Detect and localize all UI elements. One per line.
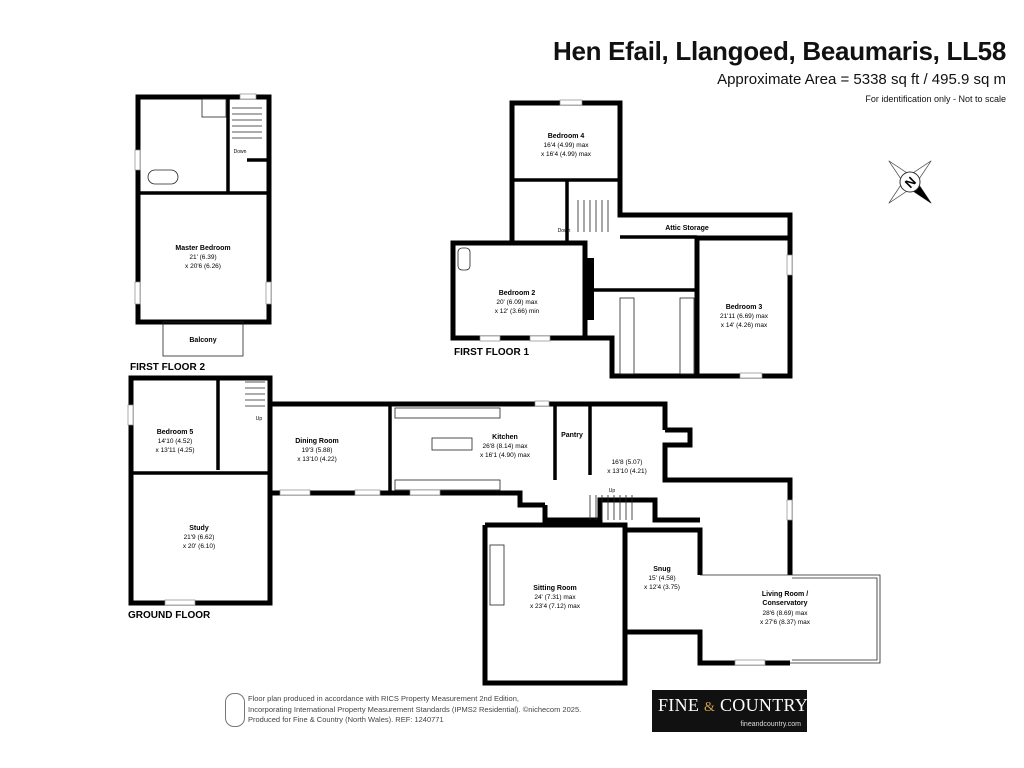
property-title: Hen Efail, Llangoed, Beaumaris, LL58 bbox=[553, 36, 1006, 66]
scale-note: For identification only - Not to scale bbox=[865, 94, 1006, 104]
room-dimension: 24' (7.31) max bbox=[534, 594, 576, 601]
footer-disclaimer: Floor plan produced in accordance with R… bbox=[248, 694, 581, 726]
floor-label: FIRST FLOOR 1 bbox=[454, 347, 529, 358]
room-name-living-room: Living Room / bbox=[762, 591, 808, 598]
first-floor-1-plan: Down Bedroom 4 16'4 (4.99) max x 16'4 (4… bbox=[450, 99, 793, 379]
person-icon bbox=[225, 693, 245, 727]
floor-label: FIRST FLOOR 2 bbox=[130, 362, 205, 373]
first-floor-2-plan: Down Master Bedroom 21' (6.39) x 20'6 (6… bbox=[130, 93, 272, 373]
footer-line: Floor plan produced in accordance with R… bbox=[248, 694, 519, 703]
room-dimension: 21'11 (6.69) max bbox=[720, 313, 769, 320]
room-name-sitting-room: Sitting Room bbox=[533, 585, 577, 592]
footer-line: Incorporating International Property Mea… bbox=[248, 704, 582, 714]
room-name-bedroom-4: Bedroom 4 bbox=[548, 133, 585, 140]
ground-floor-plan: Up Up Bedroom 5 14'10 (4.52) x 13'11 (4.… bbox=[127, 375, 881, 686]
room-dimension: 16'4 (4.99) max bbox=[544, 142, 590, 149]
stairs-label: Down bbox=[234, 149, 247, 155]
room-name-pantry: Pantry bbox=[561, 432, 583, 439]
room-dimension: x 16'4 (4.99) max bbox=[541, 151, 592, 158]
room-dimension: x 14' (4.26) max bbox=[721, 322, 768, 329]
room-name-attic-storage: Attic Storage bbox=[665, 225, 709, 232]
room-dimension: 26'8 (8.14) max bbox=[483, 443, 529, 450]
stairs-label: Up bbox=[256, 416, 263, 422]
room-dimension: x 20'6 (6.26) bbox=[185, 263, 221, 270]
room-name-dining-room: Dining Room bbox=[295, 438, 339, 445]
room-dimension: x 23'4 (7.12) max bbox=[530, 603, 581, 610]
logo-url: fineandcountry.com bbox=[740, 721, 801, 728]
room-dimension: 15' (4.58) bbox=[648, 575, 675, 582]
room-dimension: 14'10 (4.52) bbox=[158, 438, 193, 445]
floor-label: GROUND FLOOR bbox=[128, 610, 211, 621]
footer-line: Produced for Fine & Country (North Wales… bbox=[248, 715, 444, 724]
room-dimension: 21'9 (6.62) bbox=[184, 534, 215, 541]
room-dimension: 20' (6.09) max bbox=[496, 299, 538, 306]
room-name-snug: Snug bbox=[653, 566, 671, 573]
room-dimension: 28'6 (8.69) max bbox=[763, 610, 809, 617]
room-dimension: 16'8 (5.07) bbox=[612, 459, 643, 466]
room-dimension: x 27'6 (8.37) max bbox=[760, 619, 811, 626]
fine-country-logo: FINE & COUNTRY fineandcountry.com bbox=[652, 690, 807, 732]
room-dimension: x 20' (6.10) bbox=[183, 543, 215, 550]
approximate-area: Approximate Area = 5338 sq ft / 495.9 sq… bbox=[717, 71, 1006, 88]
room-dimension: x 12' (3.66) min bbox=[495, 308, 540, 315]
room-name-kitchen: Kitchen bbox=[492, 434, 518, 441]
stairs-label: Down bbox=[558, 228, 571, 234]
stairs-label: Up bbox=[609, 488, 616, 494]
room-name-bedroom-3: Bedroom 3 bbox=[726, 304, 763, 311]
room-dimension: 19'3 (5.88) bbox=[302, 447, 333, 454]
room-dimension: x 12'4 (3.75) bbox=[644, 584, 680, 591]
room-name-balcony: Balcony bbox=[189, 337, 216, 344]
room-dimension: 21' (6.39) bbox=[189, 254, 216, 261]
room-dimension: x 13'10 (4.21) bbox=[607, 468, 647, 475]
room-name-bedroom-2: Bedroom 2 bbox=[499, 290, 536, 297]
room-name-study: Study bbox=[189, 525, 209, 532]
room-dimension: x 16'1 (4.90) max bbox=[480, 452, 531, 459]
room-name-master-bedroom: Master Bedroom bbox=[175, 245, 230, 252]
room-name-bedroom-5: Bedroom 5 bbox=[157, 429, 194, 436]
room-dimension: x 13'11 (4.25) bbox=[155, 447, 194, 454]
room-dimension: x 13'10 (4.22) bbox=[297, 456, 337, 463]
room-name-conservatory: Conservatory bbox=[762, 600, 807, 607]
compass-icon: N bbox=[888, 160, 932, 204]
